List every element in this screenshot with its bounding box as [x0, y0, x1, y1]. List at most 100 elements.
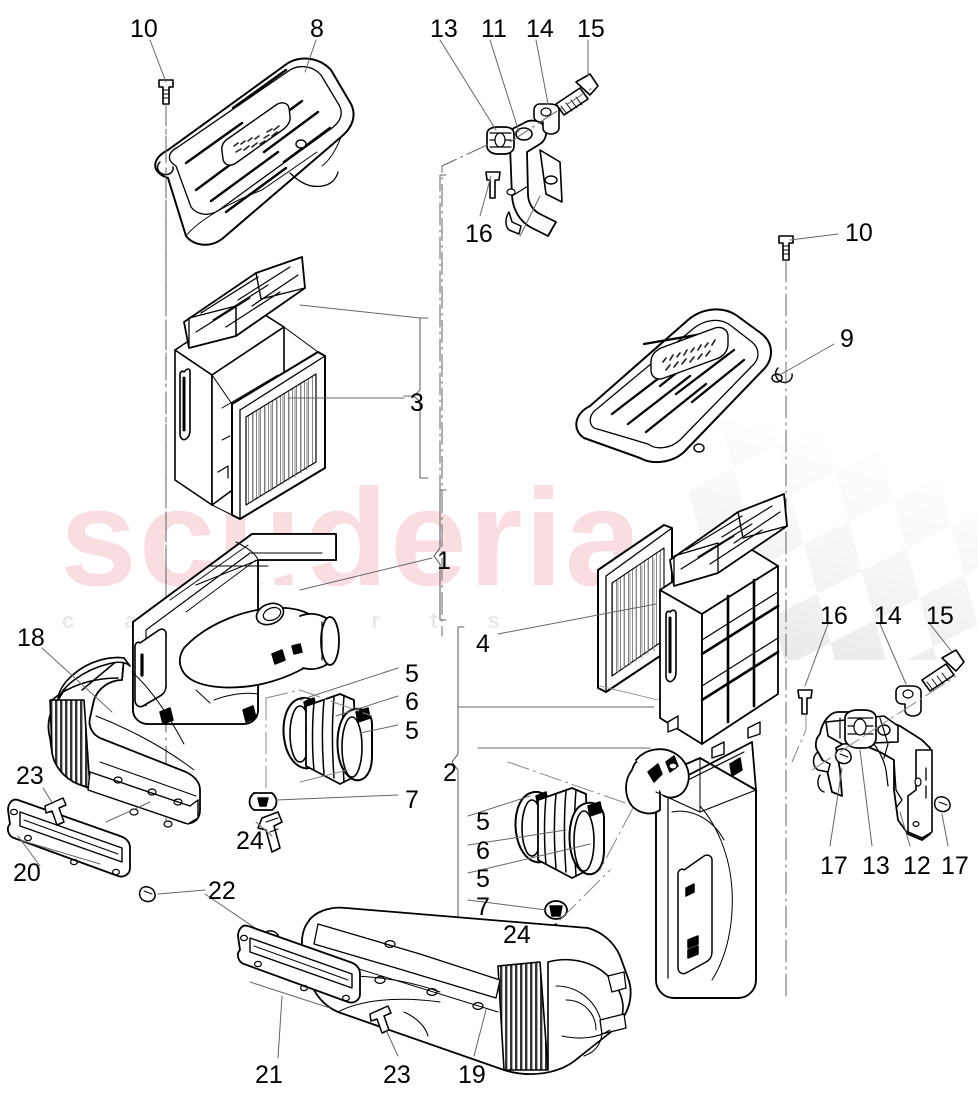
callout-number-23: 23	[16, 762, 44, 790]
leader-19	[473, 1009, 487, 1057]
callout-number-6: 6	[405, 688, 419, 716]
part-intake-boot-right	[514, 787, 605, 879]
callout-number-19: 19	[458, 1061, 486, 1089]
part-intake-boot-left	[282, 693, 373, 785]
part-grille-20-left	[7, 798, 131, 878]
callout-number-14: 14	[526, 15, 554, 43]
callout-number-24: 24	[503, 921, 531, 949]
callout-number-13: 13	[430, 15, 458, 43]
callout-number-16: 16	[820, 602, 848, 630]
leader-5a	[299, 667, 399, 701]
callout-number-9: 9	[840, 325, 854, 353]
part-air-intake-duct-right	[301, 906, 632, 1075]
callout-number-23: 23	[383, 1061, 411, 1089]
leader-17b	[941, 813, 949, 847]
leader-9	[777, 343, 835, 377]
leader-10b	[789, 233, 839, 241]
leader-1	[299, 557, 433, 591]
callout-number-10: 10	[130, 15, 158, 43]
leader-13b	[859, 749, 873, 847]
leader-18	[41, 647, 113, 713]
callout-number-11: 11	[481, 15, 507, 43]
part-air-filter-left	[174, 256, 326, 520]
leader-8	[304, 39, 317, 73]
callout-number-17: 17	[820, 852, 848, 880]
part-bracket-upper-assembly	[485, 73, 599, 237]
part-bolt-15-lower	[921, 649, 965, 692]
leader-5c	[467, 795, 531, 817]
part-bush-13-upper	[486, 126, 515, 155]
callout-number-18: 18	[17, 624, 45, 652]
leader-16b	[804, 623, 829, 687]
callout-number-7: 7	[405, 786, 419, 814]
leader-24a	[255, 821, 273, 837]
part-engine-cover-right	[575, 308, 793, 464]
leader-11	[489, 39, 520, 133]
leader-23a	[42, 787, 54, 805]
callout-number-15: 15	[926, 602, 954, 630]
part-bracket-lower-assembly	[812, 711, 933, 841]
part-bolt-10-left	[158, 79, 174, 105]
leader-4	[497, 603, 657, 635]
callout-number-1: 1	[437, 547, 451, 575]
leader-7b	[467, 899, 547, 911]
callout-number-12: 12	[903, 852, 931, 880]
part-bolt-10-right	[778, 235, 794, 261]
callout-number-8: 8	[310, 15, 324, 43]
callout-number-17: 17	[941, 852, 969, 880]
svg-text:scuderia: scuderia	[60, 461, 644, 615]
leader-12	[899, 811, 911, 847]
part-pin-16-lower	[797, 689, 813, 715]
leader-17a	[829, 767, 843, 847]
part-grommet-7-left	[248, 792, 278, 811]
part-grille-21-right	[237, 924, 361, 1004]
callout-number-2: 2	[443, 759, 457, 787]
part-spacer-14-lower	[895, 685, 922, 717]
part-pin-16-upper	[485, 171, 501, 199]
part-nut-17a	[834, 748, 852, 765]
callout-number-20: 20	[13, 859, 41, 887]
engine-cover-right-badge	[650, 326, 729, 380]
part-bush-13-lower	[844, 709, 877, 749]
bracket-2	[451, 626, 465, 959]
leader-6b	[467, 829, 567, 846]
watermark-scuderia: scuderia c a r p a r t s	[60, 461, 644, 633]
callout-number-22: 22	[208, 877, 236, 905]
leader-13a	[439, 39, 497, 131]
part-air-filter-right	[597, 493, 788, 759]
leader-10a	[149, 39, 167, 83]
leader-5b	[359, 724, 399, 734]
part-engine-cover-left	[154, 57, 355, 246]
callout-number-15: 15	[577, 15, 605, 43]
callout-number-21: 21	[255, 1061, 283, 1089]
leader-14b	[879, 623, 907, 685]
part-screw-23-left	[44, 797, 67, 826]
callout-number-14: 14	[874, 602, 902, 630]
leader-6a	[335, 695, 399, 717]
callout-number-7: 7	[476, 893, 490, 921]
callout-number-3: 3	[410, 389, 424, 417]
part-air-cleaner-housing-left	[132, 533, 340, 725]
leader-16a	[479, 175, 492, 217]
callout-number-5: 5	[405, 717, 419, 745]
callout-number-5: 5	[476, 865, 490, 893]
callout-number-10: 10	[845, 219, 873, 247]
part-clip-22	[138, 886, 156, 903]
part-nut-17b	[933, 796, 951, 813]
callout-number-5: 5	[476, 808, 490, 836]
part-air-intake-duct-left	[47, 656, 201, 828]
leader-7a	[275, 794, 399, 801]
leader-23b	[385, 1029, 399, 1057]
engine-cover-left-badge	[221, 102, 291, 166]
part-sensor-24-left	[257, 811, 283, 853]
callout-number-13: 13	[862, 852, 890, 880]
leader-22	[157, 889, 206, 895]
leader-15b	[929, 623, 953, 653]
leader-21	[277, 995, 283, 1059]
part-air-cleaner-housing-right	[625, 741, 757, 999]
callout-number-24: 24	[236, 827, 264, 855]
callout-number-16: 16	[465, 220, 493, 248]
